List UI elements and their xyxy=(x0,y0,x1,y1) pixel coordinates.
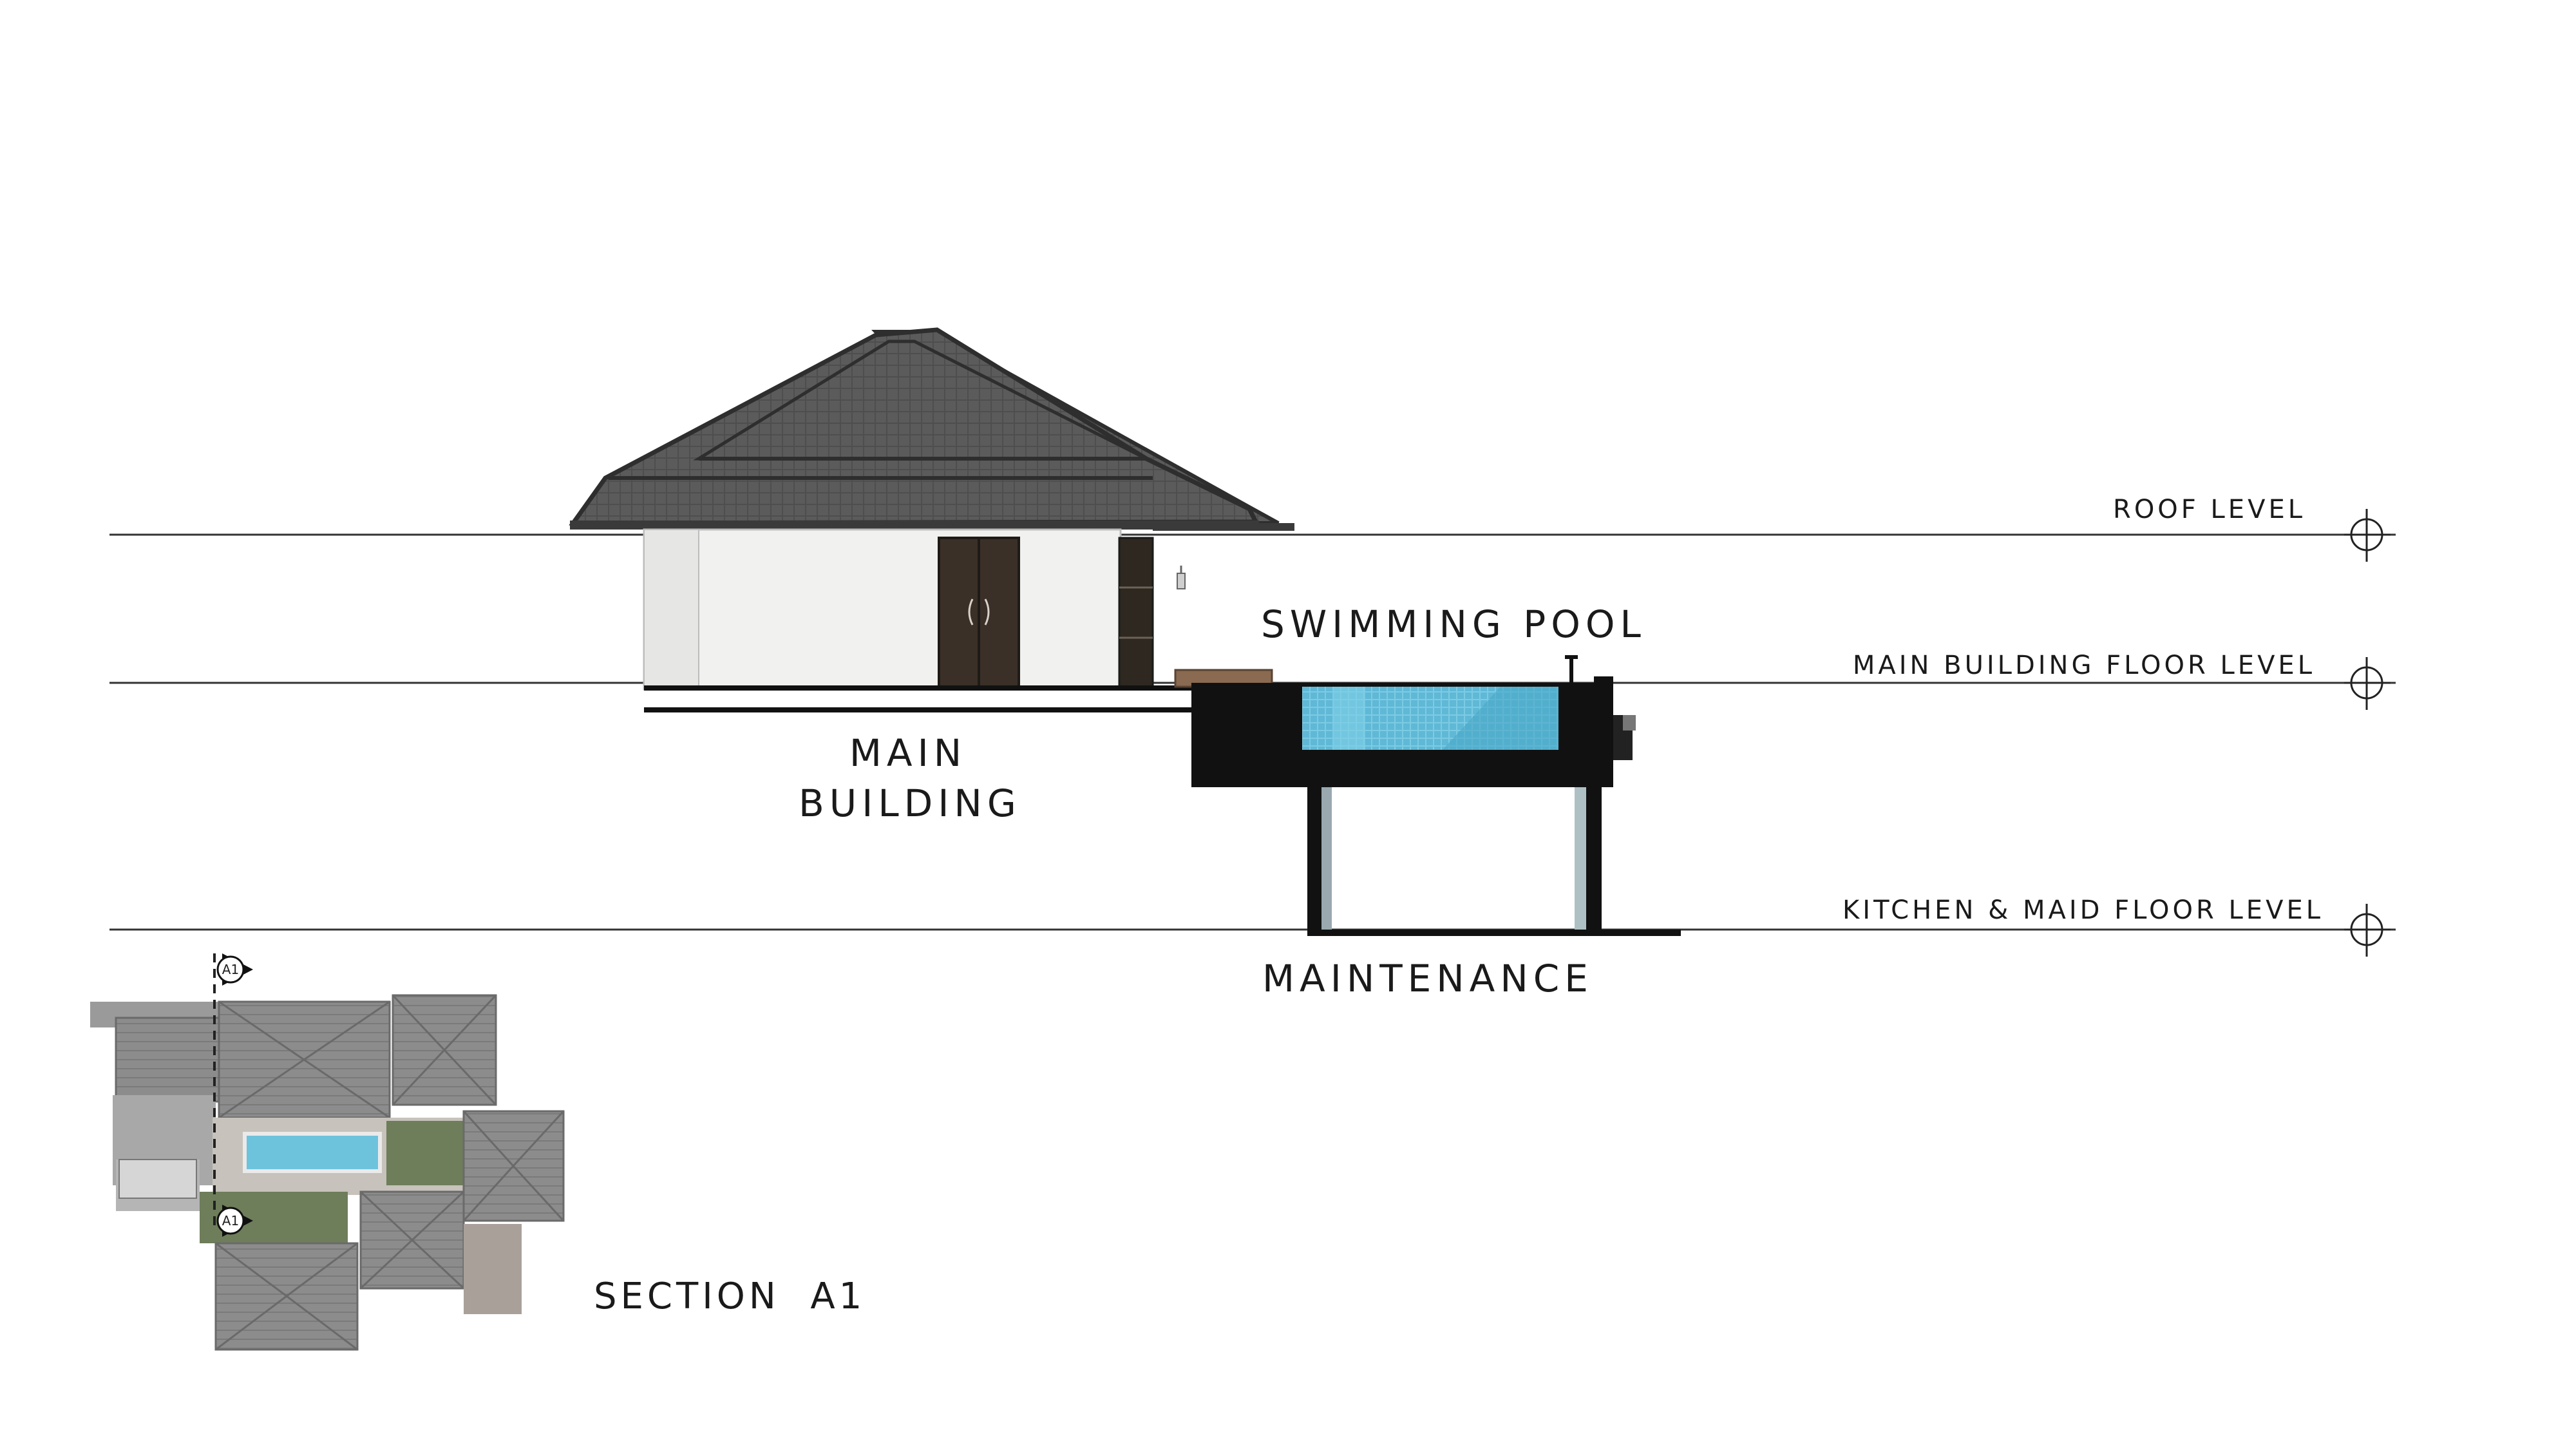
site-plan-thumbnail xyxy=(90,953,565,1351)
main-building-label: MAIN BUILDING xyxy=(799,728,1018,828)
kitchen-level-marker-icon xyxy=(2344,904,2391,957)
main-building-elevation xyxy=(569,327,1294,712)
main-floor-level-marker-icon xyxy=(2344,657,2391,710)
section-marker-top-icon: A1 xyxy=(216,953,253,986)
kitchen-maid-level-label: KITCHEN & MAID FLOOR LEVEL xyxy=(1842,895,2324,925)
section-title: SECTION A1 xyxy=(594,1275,866,1317)
roof-level-marker-icon xyxy=(2344,509,2391,562)
section-marker-top-label: A1 xyxy=(222,962,239,977)
section-marker-bottom-label: A1 xyxy=(222,1213,239,1228)
roof-level-label: ROOF LEVEL xyxy=(2113,495,2306,524)
swimming-pool-section xyxy=(1191,655,1681,936)
main-building-label-line2: BUILDING xyxy=(799,781,1021,825)
section-marker-bottom-icon: A1 xyxy=(216,1205,253,1237)
swimming-pool-label: SWIMMING POOL xyxy=(1261,602,1646,646)
maintenance-label: MAINTENANCE xyxy=(1262,957,1593,1000)
main-floor-level-label: MAIN BUILDING FLOOR LEVEL xyxy=(1852,651,2315,680)
main-building-label-line1: MAIN xyxy=(849,731,967,775)
